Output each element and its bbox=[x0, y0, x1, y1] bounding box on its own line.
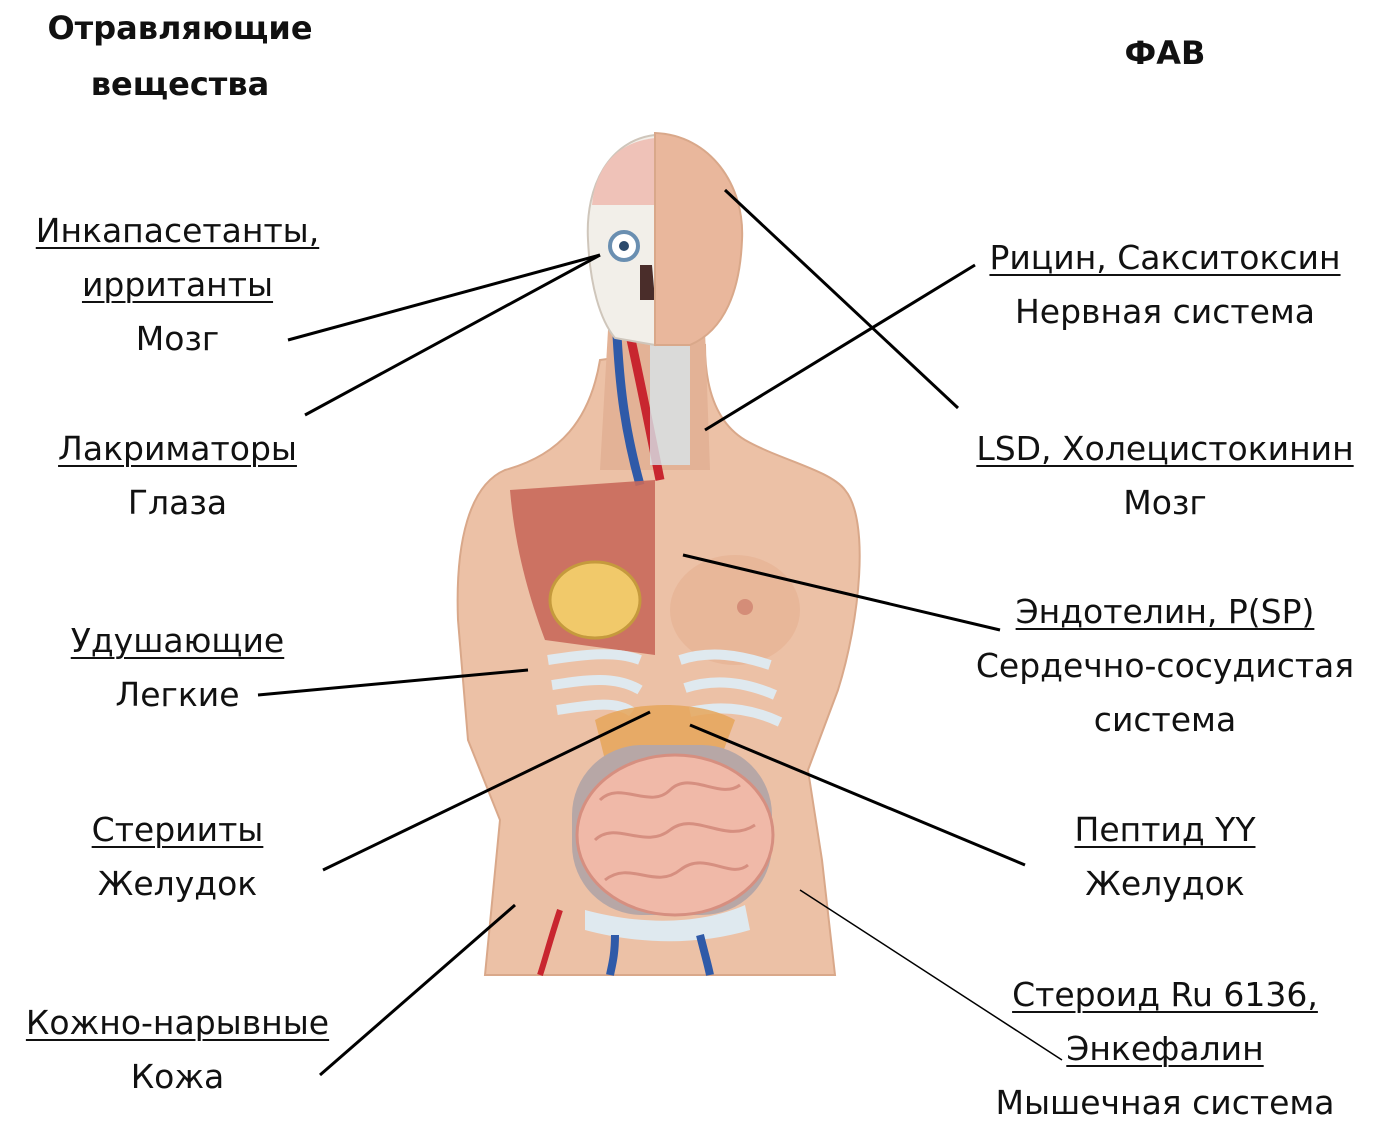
label-agent: Лакриматоры bbox=[10, 422, 345, 476]
mammary-gland bbox=[550, 562, 640, 638]
label-steroid: Стероид Ru 6136, Энкефалин Мышечная сист… bbox=[955, 968, 1375, 1130]
trachea bbox=[650, 345, 690, 465]
label-lacrimators: Лакриматоры Глаза bbox=[10, 422, 345, 530]
label-agent: ирританты bbox=[10, 258, 345, 312]
face-half bbox=[655, 133, 742, 345]
label-agent: Стерииты bbox=[10, 803, 345, 857]
pointer-line-ricin bbox=[705, 265, 975, 430]
label-agent: LSD, Холецистокинин bbox=[955, 422, 1375, 476]
eye-iris bbox=[619, 241, 629, 251]
label-agent: Рицин, Сакситоксин bbox=[955, 231, 1375, 285]
label-target: Нервная система bbox=[955, 285, 1375, 339]
label-target: Мозг bbox=[955, 476, 1375, 530]
label-agent: Кожно-нарывные bbox=[10, 996, 345, 1050]
label-lsd: LSD, Холецистокинин Мозг bbox=[955, 422, 1375, 530]
label-target: Мышечная система bbox=[955, 1076, 1375, 1130]
label-suffocants: Удушающие Легкие bbox=[10, 614, 345, 722]
pointer-line-lsd bbox=[725, 190, 958, 408]
nipple bbox=[737, 599, 753, 615]
label-endothelin: Эндотелин, P(SP) Сердечно-сосудистая сис… bbox=[955, 585, 1375, 747]
label-target: Мозг bbox=[10, 312, 345, 366]
label-target: Желудок bbox=[10, 857, 345, 911]
label-agent: Инкапасетанты, bbox=[10, 204, 345, 258]
left-heading: Отравляющие вещества bbox=[30, 0, 330, 112]
label-target: Глаза bbox=[10, 476, 345, 530]
label-agent: Стероид Ru 6136, bbox=[955, 968, 1375, 1022]
left-heading-line-2: вещества bbox=[30, 56, 330, 112]
label-peptide-yy: Пептид YY Желудок bbox=[955, 803, 1375, 911]
label-sternites: Стерииты Желудок bbox=[10, 803, 345, 911]
label-blister-agents: Кожно-нарывные Кожа bbox=[10, 996, 345, 1104]
label-target: Сердечно-сосудистая система bbox=[955, 639, 1375, 747]
label-agent: Удушающие bbox=[10, 614, 345, 668]
pointer-line-lacrimators bbox=[305, 255, 600, 415]
right-heading: ФАВ bbox=[1065, 25, 1265, 81]
label-incapacitants: Инкапасетанты, ирританты Мозг bbox=[10, 204, 345, 366]
left-heading-line-1: Отравляющие bbox=[30, 0, 330, 56]
pointer-line-blister bbox=[320, 905, 515, 1075]
label-agent: Энкефалин bbox=[955, 1022, 1375, 1076]
label-target: Легкие bbox=[10, 668, 345, 722]
label-ricin: Рицин, Сакситоксин Нервная система bbox=[955, 231, 1375, 339]
breast bbox=[670, 555, 800, 665]
label-target: Желудок bbox=[955, 857, 1375, 911]
label-agent: Эндотелин, P(SP) bbox=[955, 585, 1375, 639]
label-target: Кожа bbox=[10, 1050, 345, 1104]
label-agent: Пептид YY bbox=[955, 803, 1375, 857]
